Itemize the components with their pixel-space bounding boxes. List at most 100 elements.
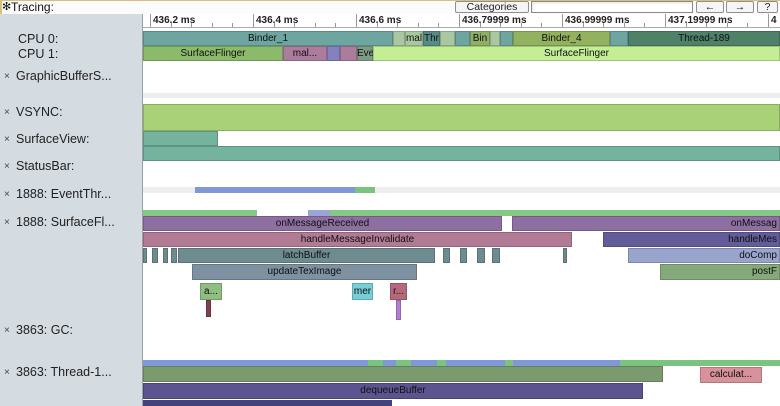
trace-slice-thread-1-3863[interactable]	[620, 360, 780, 366]
trace-slice-label: Binder_1	[247, 33, 289, 44]
track-label-row: ×1888: EventThr...	[0, 188, 143, 202]
trace-slice-surfaceflinger-1888[interactable]	[396, 300, 401, 320]
trace-slice-surfaceflinger-1888[interactable]	[143, 248, 147, 263]
trace-slice-surfaceflinger-1888[interactable]: onMessag	[512, 216, 780, 231]
trace-slice-eventthread-1888[interactable]	[355, 187, 375, 193]
close-track-button[interactable]: ×	[4, 71, 10, 82]
search-input[interactable]	[531, 1, 693, 13]
forward-button[interactable]: →	[726, 1, 754, 13]
trace-slice-cpu-0[interactable]: Binder_1	[143, 31, 393, 46]
trace-slice-label: mal...	[292, 48, 318, 59]
trace-slice-graphicbuffers	[143, 93, 780, 98]
close-track-button[interactable]: ×	[4, 134, 10, 145]
track-label-row: CPU 1:	[0, 48, 143, 62]
help-button[interactable]: ?	[757, 1, 778, 13]
trace-slice-surfaceflinger-1888[interactable]: handleMes	[603, 232, 780, 247]
trace-slice-cpu-1[interactable]: Eve	[357, 46, 373, 61]
ruler-minor-tick	[376, 23, 378, 27]
trace-slice-cpu-0[interactable]	[440, 31, 455, 46]
trace-slice-thread-1-3863[interactable]	[383, 360, 396, 366]
trace-slice-label: Eve	[357, 48, 373, 59]
ruler-minor-tick	[314, 23, 316, 27]
trace-slice-surfaceflinger-1888[interactable]: r...	[390, 283, 407, 300]
trace-slice-surfaceflinger-1888[interactable]: onMessageReceived	[143, 216, 502, 231]
track-label-row: ×GraphicBufferS...	[0, 70, 143, 84]
trace-slice-cpu-1[interactable]: SurfaceFlinger	[143, 46, 283, 61]
trace-slice-surfaceflinger-1888[interactable]: doComp	[628, 248, 780, 263]
trace-slice-cpu-0[interactable]: Thr	[423, 31, 440, 46]
trace-slice-surfaceflinger-1888[interactable]	[171, 248, 177, 263]
ruler-tick-label: 437.19999 ms	[668, 15, 733, 26]
ruler-minor-tick	[397, 23, 399, 27]
trace-slice-surfaceflinger-1888[interactable]	[163, 248, 168, 263]
back-button[interactable]: ←	[696, 1, 724, 13]
close-track-button[interactable]: ×	[4, 217, 10, 228]
trace-slice-surfaceflinger-1888[interactable]: a...	[200, 283, 222, 300]
trace-slice-thread-1-3863[interactable]: calculat...	[700, 367, 762, 383]
ruler-minor-tick	[603, 23, 605, 27]
trace-slice-surfaceflinger-1888[interactable]	[308, 210, 330, 216]
ruler-minor-tick	[623, 23, 625, 27]
trace-slice-surfaceview[interactable]	[143, 146, 780, 161]
trace-slice-cpu-0[interactable]	[610, 31, 628, 46]
trace-slice-surfaceflinger-1888[interactable]	[206, 300, 211, 317]
trace-slice-thread-1-3863[interactable]	[396, 360, 411, 366]
trace-slice-cpu-0[interactable]	[393, 31, 405, 46]
trace-slice-label: calculat...	[709, 369, 753, 380]
close-track-button[interactable]: ×	[4, 325, 10, 336]
trace-slice-surfaceflinger-1888[interactable]	[563, 248, 567, 263]
trace-slice-cpu-0[interactable]	[500, 31, 513, 46]
trace-slice-thread-1-3863[interactable]	[513, 360, 620, 366]
close-track-button[interactable]: ×	[4, 367, 10, 378]
trace-slice-cpu-1[interactable]	[327, 46, 340, 61]
trace-slice-thread-1-3863[interactable]	[505, 360, 513, 366]
trace-slice-thread-1-3863[interactable]	[446, 360, 505, 366]
trace-slice-thread-1-3863[interactable]	[437, 360, 446, 366]
trace-slice-cpu-0[interactable]: mal	[405, 31, 423, 46]
trace-slice-thread-1-3863[interactable]	[143, 366, 663, 382]
track-label-row: ×3863: Thread-1...	[0, 366, 143, 380]
trace-slice-surfaceflinger-1888[interactable]	[330, 210, 780, 216]
close-track-button[interactable]: ×	[4, 161, 10, 172]
trace-slice-surfaceflinger-1888[interactable]: postF	[660, 264, 780, 280]
trace-slice-surfaceflinger-1888[interactable]	[492, 248, 500, 263]
trace-slice-thread-1-3863[interactable]	[143, 400, 392, 406]
trace-slice-cpu-0[interactable]: Thread-189	[628, 31, 780, 46]
trace-slice-thread-1-3863[interactable]	[143, 360, 368, 366]
trace-slice-cpu-0[interactable]	[455, 31, 470, 46]
trace-slice-eventthread-1888[interactable]	[195, 187, 355, 193]
trace-slice-thread-1-3863[interactable]	[411, 360, 437, 366]
trace-slice-cpu-1[interactable]: SurfaceFlinger	[373, 46, 780, 61]
trace-slice-cpu-0[interactable]: Bin	[470, 31, 490, 46]
trace-slice-thread-1-3863[interactable]	[368, 360, 383, 366]
ruler-minor-tick	[191, 23, 193, 27]
trace-slice-label: a...	[204, 286, 218, 297]
track-label: CPU 0:	[18, 33, 59, 46]
trace-slice-surfaceview[interactable]	[143, 131, 218, 146]
close-track-button[interactable]: ×	[4, 189, 10, 200]
trace-slice-cpu-1[interactable]	[340, 46, 357, 61]
trace-slice-surfaceflinger-1888[interactable]	[443, 248, 450, 263]
trace-slice-surfaceflinger-1888[interactable]: latchBuffer	[178, 248, 435, 263]
trace-slice-surfaceflinger-1888[interactable]: mer	[352, 283, 373, 300]
trace-slice-surfaceflinger-1888[interactable]	[460, 248, 467, 263]
trace-slice-surfaceflinger-1888[interactable]: updateTexImage	[192, 264, 417, 280]
trace-slice-cpu-0[interactable]: Binder_4	[513, 31, 610, 46]
ruler-tick-label: 436.2 ms	[153, 15, 196, 26]
close-track-button[interactable]: ×	[4, 107, 10, 118]
trace-slice-surfaceflinger-1888[interactable]: handleMessageInvalidate	[143, 232, 572, 247]
trace-slice-cpu-0[interactable]	[490, 31, 500, 46]
trace-slice-surfaceflinger-1888[interactable]	[152, 248, 158, 263]
trace-slice-cpu-1[interactable]: mal...	[283, 46, 327, 61]
trace-slice-vsync[interactable]	[143, 104, 780, 131]
categories-button[interactable]: Categories	[455, 1, 529, 13]
track-label: SurfaceView:	[16, 133, 90, 146]
ruler-tick	[150, 14, 151, 27]
track-label-row: ×StatusBar:	[0, 160, 143, 174]
trace-slice-thread-1-3863[interactable]: dequeueBuffer	[143, 383, 643, 399]
trace-slice-surfaceflinger-1888[interactable]	[477, 248, 485, 263]
ruler-tick	[562, 14, 563, 27]
trace-slice-surfaceflinger-1888[interactable]	[143, 210, 257, 216]
